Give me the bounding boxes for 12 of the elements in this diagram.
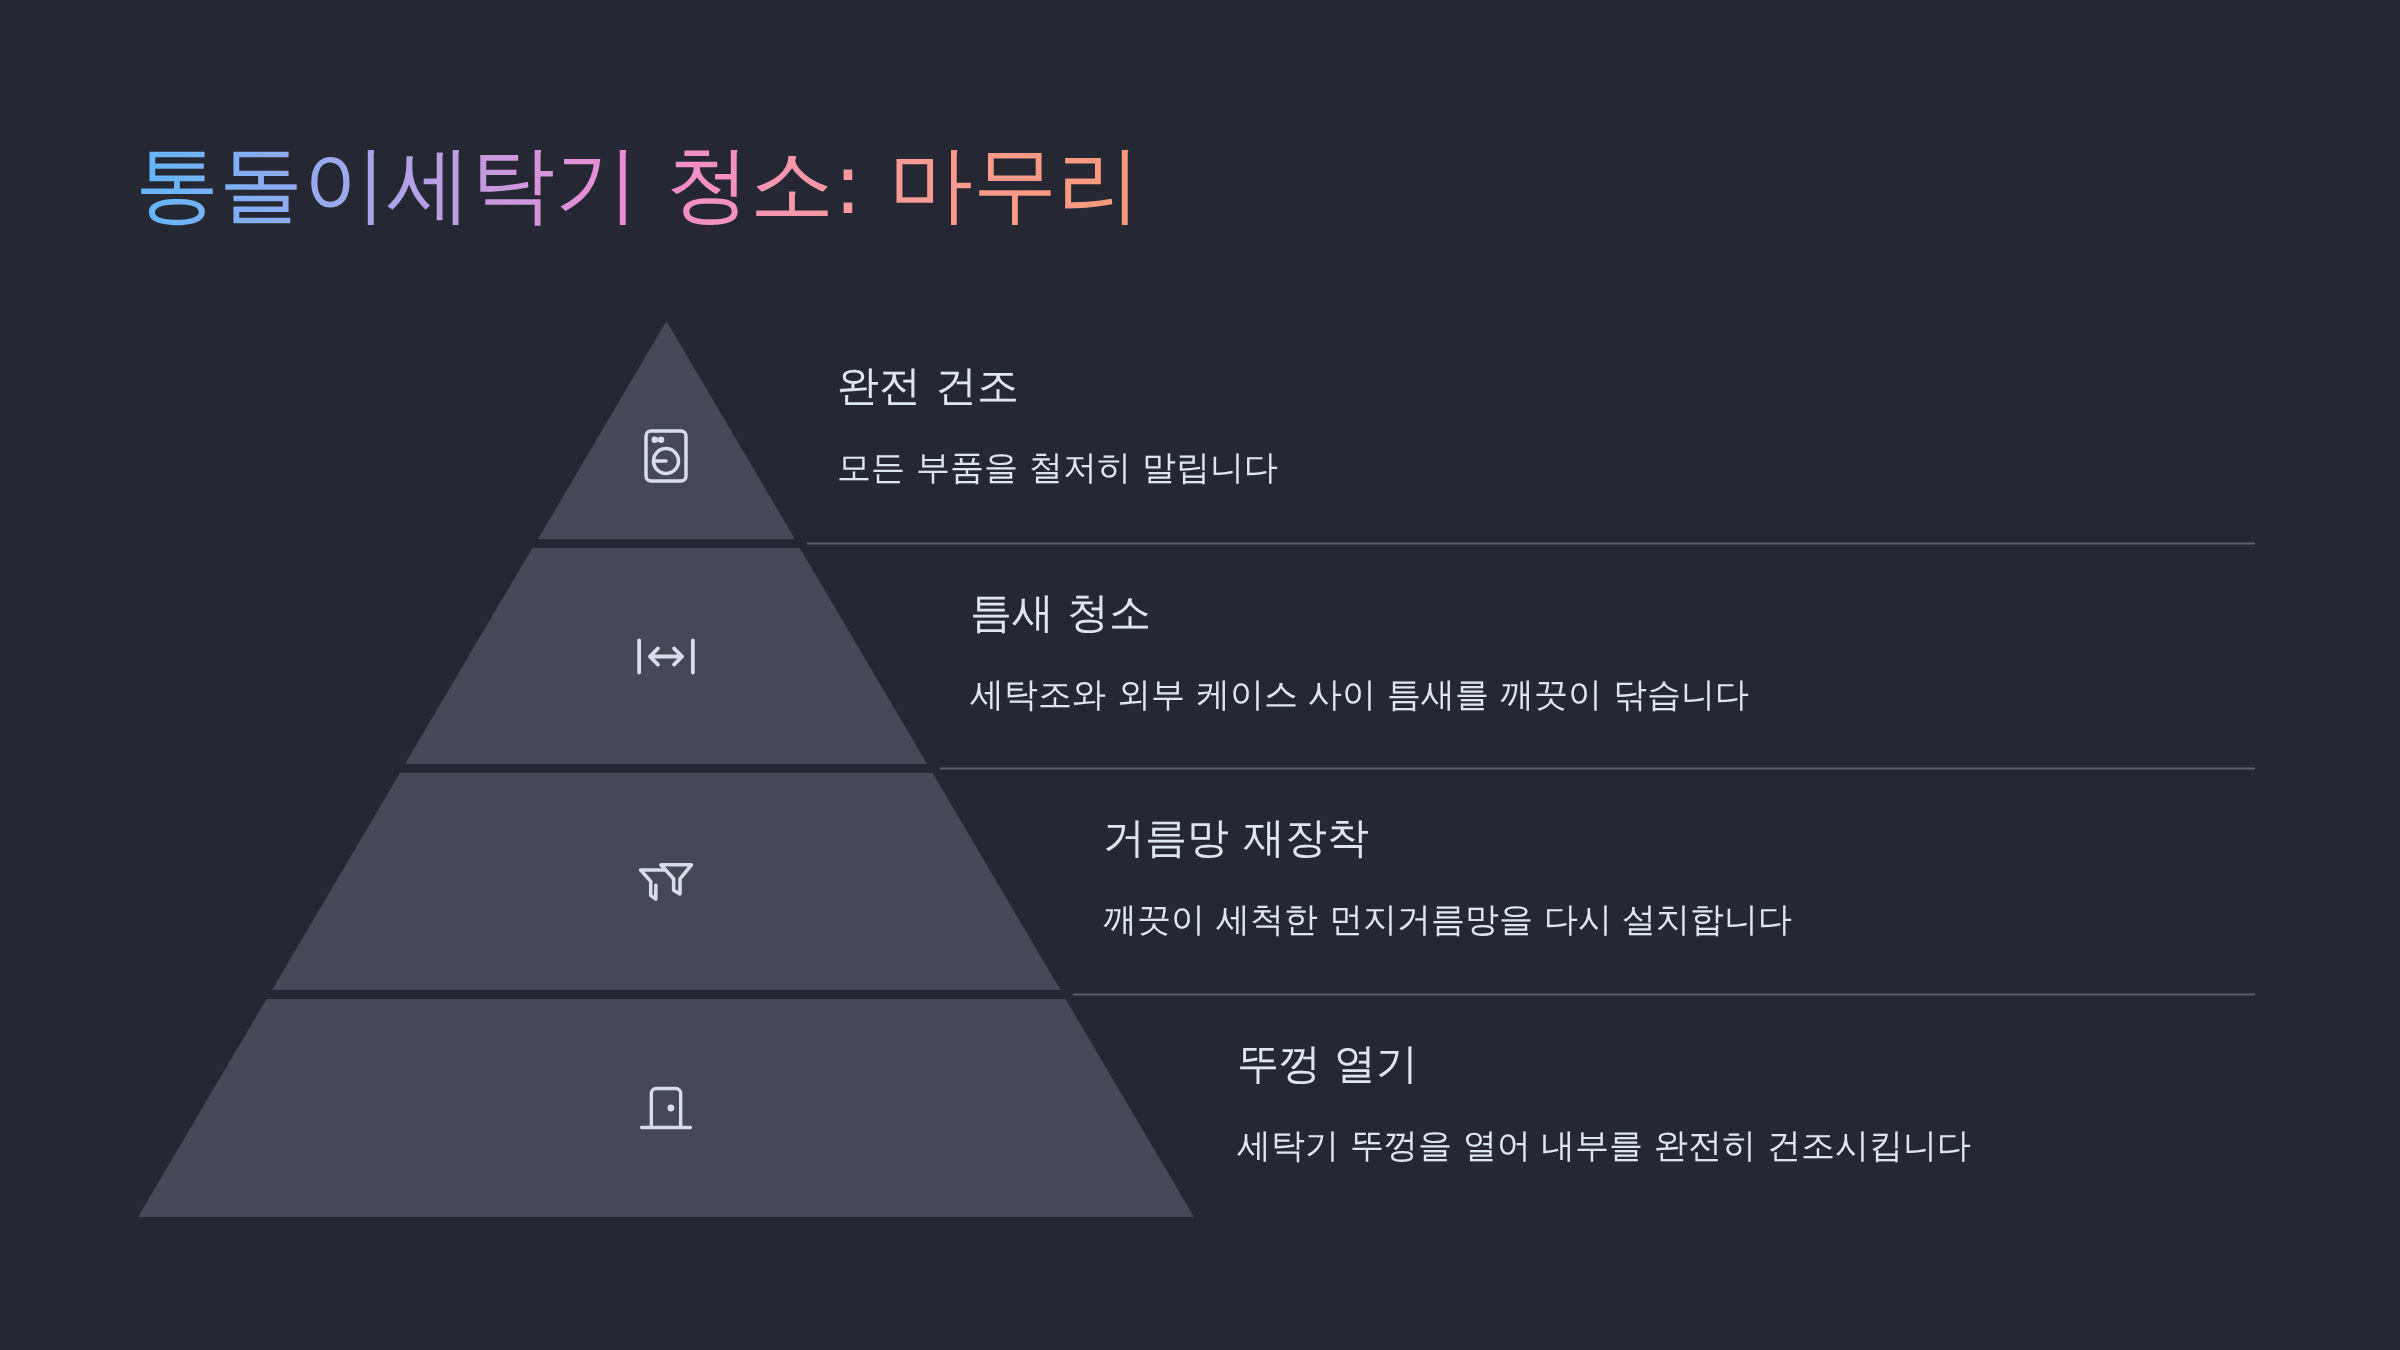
- step-title: 뚜껑 열기: [1237, 1038, 1419, 1090]
- step-description: 깨끗이 세척한 먼지거름망을 다시 설치합니다: [1103, 898, 1793, 941]
- step-title: 완전 건조: [837, 360, 1019, 412]
- step-description: 세탁기 뚜껑을 열어 내부를 완전히 건조시킵니다: [1237, 1124, 1972, 1167]
- pyramid-tier: [271, 773, 1061, 990]
- pyramid-apex-tier: [537, 321, 795, 539]
- pyramid-tier: [138, 999, 1194, 1217]
- step-title: 거름망 재장착: [1103, 812, 1369, 864]
- step-title: 틈새 청소: [970, 587, 1152, 639]
- step-description: 세탁조와 외부 케이스 사이 틈새를 깨끗이 닦습니다: [970, 673, 1749, 716]
- pyramid-tier: [404, 548, 928, 764]
- step-description: 모든 부품을 철저히 말립니다: [837, 446, 1278, 489]
